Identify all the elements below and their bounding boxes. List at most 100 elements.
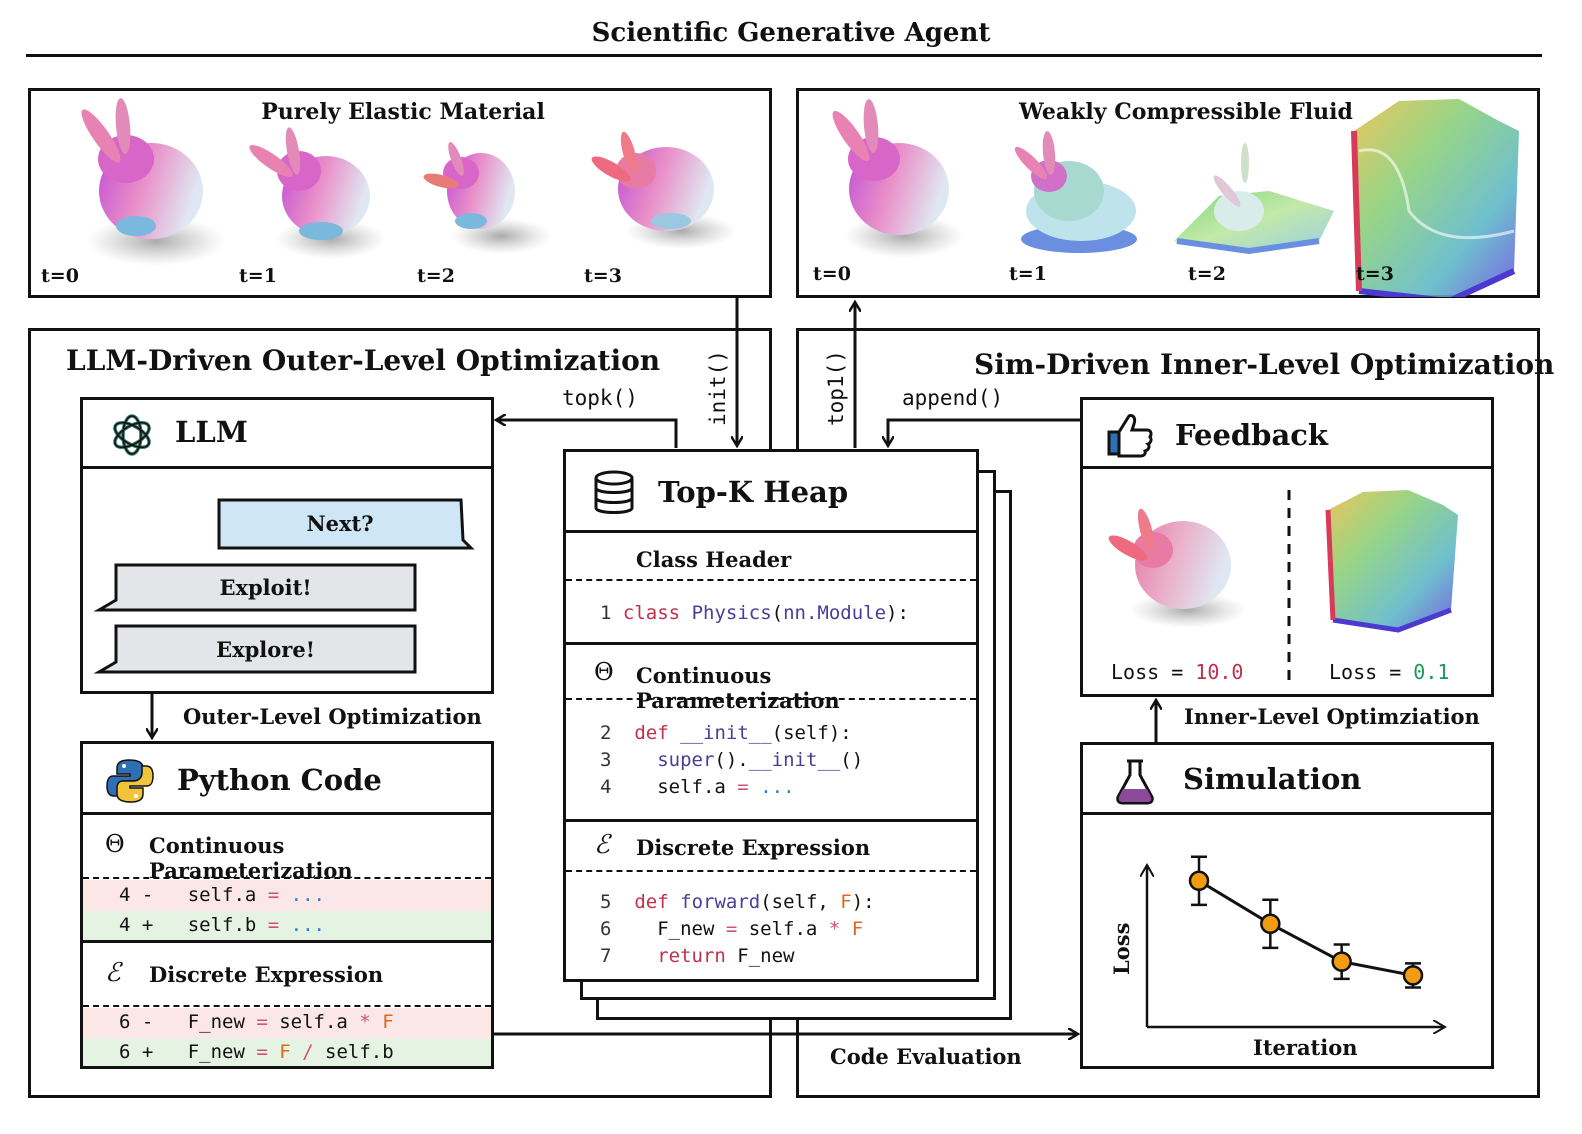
loss-point: [1402, 965, 1424, 986]
code-value: ...: [279, 914, 325, 936]
code-text: F_new: [187, 1011, 257, 1033]
loss-point: [1331, 951, 1352, 972]
panel-fluid-title: Weakly Compressible Fluid: [1019, 99, 1353, 125]
elastic-label-1: t=1: [239, 265, 277, 287]
init-label: init(): [706, 350, 730, 426]
feedback-title: Feedback: [1175, 418, 1329, 452]
line-num: 4: [119, 914, 131, 936]
panel-fluid: Weakly Compressible Fluid: [796, 88, 1540, 298]
llm-bubbles-shapes: [93, 498, 475, 674]
diff-sign: -: [141, 1011, 154, 1033]
openai-icon: [113, 414, 151, 456]
bunny-t2: [423, 141, 551, 254]
bunny-t0: [81, 98, 226, 266]
code-op: /: [302, 1041, 314, 1063]
llm-title: LLM: [175, 415, 248, 449]
fluid-t2: [1174, 143, 1334, 255]
heap-disc-line-5: 5 def forward(self, F):: [600, 891, 875, 913]
python-disc-title: Discrete Expression: [149, 962, 384, 987]
loss-left: Loss = 10.0: [1111, 660, 1244, 684]
python-param-title: Continuous Parameterization: [149, 833, 353, 883]
class-line: 1 class Physics(nn.Module):: [600, 602, 909, 624]
thumbs-up-icon: [1107, 414, 1153, 458]
feedback-fluid: [1325, 490, 1458, 633]
fluid-label-1: t=1: [1009, 263, 1047, 285]
python-title: Python Code: [177, 763, 382, 797]
disc-diff-removed: 6 - F_new = self.a * F: [83, 1008, 491, 1038]
theta-icon: Θ: [594, 658, 614, 686]
feedback-box: Feedback Loss = 10.0 Loss = 0.1: [1080, 397, 1494, 697]
code-value: ...: [279, 884, 325, 906]
elastic-label-3: t=3: [584, 265, 622, 287]
code-text: self.a: [267, 1011, 360, 1033]
code-var: F: [370, 1011, 394, 1033]
diff-sign: +: [141, 914, 154, 936]
python-code-box: Python Code Θ Continuous Parameterizatio…: [80, 741, 494, 1069]
loss-point: [1188, 870, 1210, 892]
python-icon: [106, 759, 154, 803]
bunny-t1: [249, 127, 386, 259]
code-op: =: [267, 884, 280, 906]
line-num: 4: [119, 884, 131, 906]
fluid-t3: [1351, 99, 1519, 297]
fluid-label-3: t=3: [1356, 263, 1394, 285]
disc-diff-added: 6 + F_new = F / self.b: [83, 1038, 491, 1066]
theta-icon: Θ: [105, 830, 125, 858]
class-header-title: Class Header: [636, 547, 792, 572]
title-rule: [26, 54, 1542, 57]
heap-title: Top-K Heap: [658, 475, 849, 509]
figure-title: Scientific Generative Agent: [591, 18, 991, 48]
code-text: self.a: [187, 884, 268, 906]
top1-label: top1(): [824, 350, 848, 426]
loss-series-line: [1198, 879, 1414, 977]
topk-label: topk(): [562, 386, 638, 410]
topk-heap-box: Top-K Heap Class Header 1 class Physics(…: [563, 449, 979, 982]
heap-param-title: Continuous Parameterization: [636, 663, 840, 713]
fluid-t1: [1014, 131, 1137, 253]
bubble-exploit: Exploit!: [219, 575, 312, 600]
code-op: =: [256, 1041, 268, 1063]
heap-disc-line-7: 7 return F_new: [600, 945, 795, 967]
elastic-bunnies: [81, 98, 736, 266]
diff-sign: +: [141, 1041, 154, 1063]
elastic-label-0: t=0: [41, 265, 79, 287]
inner-level-title: Sim-Driven Inner-Level Optimization: [974, 348, 1555, 381]
epsilon-icon: ℰ: [105, 958, 121, 988]
bubble-next: Next?: [306, 511, 374, 536]
panel-elastic-title: Purely Elastic Material: [261, 99, 545, 125]
panel-elastic: Purely Elastic Material: [28, 88, 772, 298]
heap-param-line-4: 4 self.a = ...: [600, 776, 795, 798]
code-op: =: [256, 1011, 268, 1033]
fluid-label-2: t=2: [1188, 263, 1226, 285]
code-text: self.b: [187, 914, 268, 936]
llm-box: LLM Next? Exploit! Explore!: [80, 397, 494, 694]
append-label: append(): [902, 386, 1004, 410]
diff-sign: -: [141, 884, 154, 906]
code-text: self.b: [313, 1041, 394, 1063]
fluid-label-0: t=0: [813, 263, 851, 285]
code-eval-label: Code Evaluation: [830, 1044, 1022, 1069]
epsilon-icon: ℰ: [594, 830, 610, 860]
outer-opt-label: Outer-Level Optimization: [183, 704, 482, 729]
fluid-renders: [832, 99, 1519, 297]
line-num: 6: [119, 1041, 131, 1063]
code-op: *: [359, 1011, 371, 1033]
flask-icon: [1116, 759, 1154, 805]
chart-y-label: Loss: [1109, 922, 1134, 975]
outer-level-title: LLM-Driven Outer-Level Optimization: [66, 344, 661, 377]
feedback-renders: [1108, 490, 1458, 680]
param-diff-added: 4 + self.b = ...: [83, 911, 491, 941]
code-var: F: [267, 1041, 303, 1063]
heap-param-line-3: 3 super().__init__(): [600, 749, 864, 771]
chart-x-label: Iteration: [1253, 1035, 1358, 1060]
param-diff-removed: 4 - self.a = ...: [83, 880, 491, 911]
database-icon: [594, 470, 634, 514]
loss-point: [1260, 913, 1281, 935]
bubble-explore: Explore!: [216, 637, 315, 662]
line-num: 6: [119, 1011, 131, 1033]
simulation-title: Simulation: [1183, 762, 1362, 796]
append-arrow: [888, 418, 1080, 446]
heap-disc-line-6: 6 F_new = self.a * F: [600, 918, 864, 940]
topk-arrow: [496, 420, 678, 448]
